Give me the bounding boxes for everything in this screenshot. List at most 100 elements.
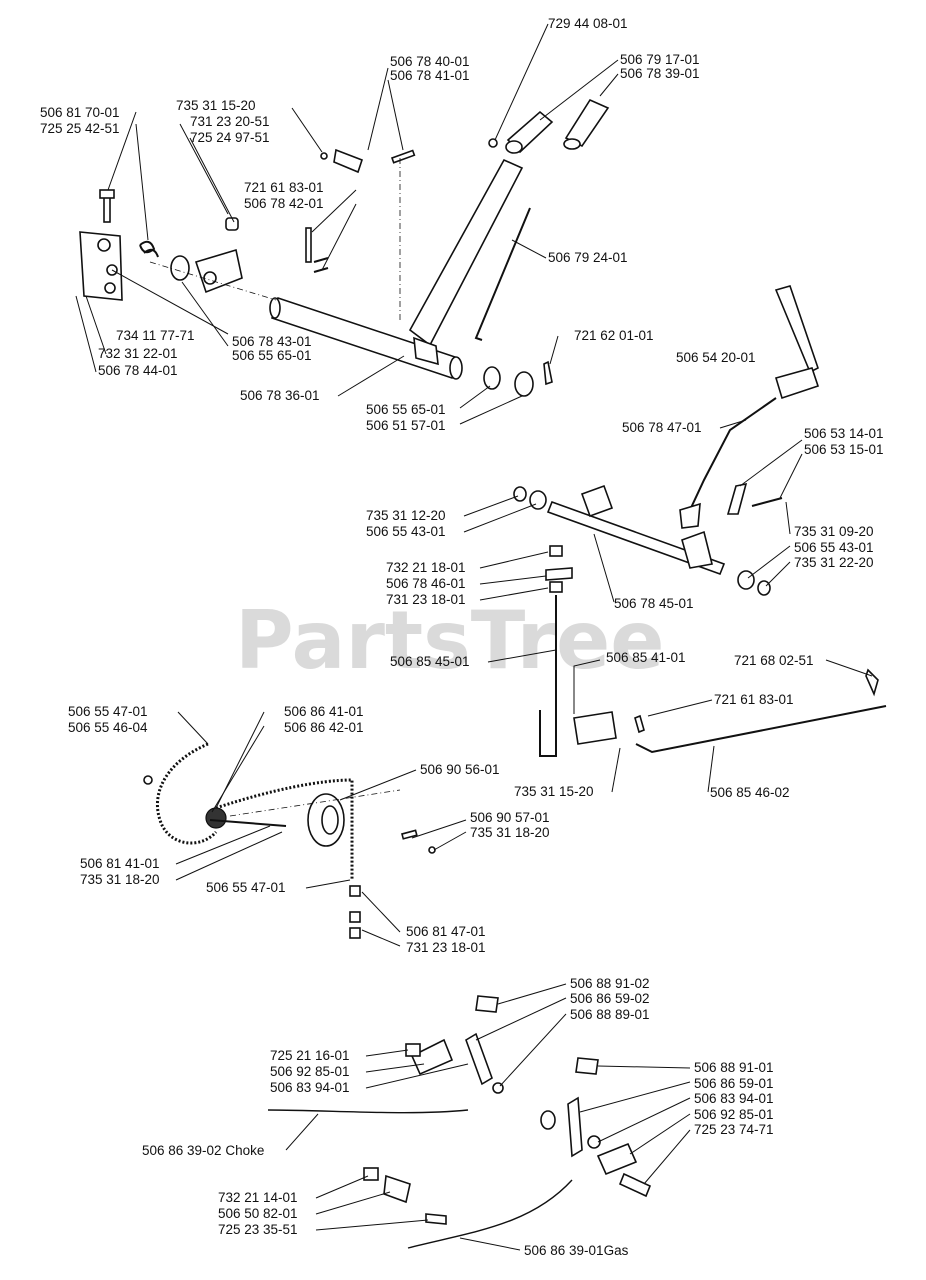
part-label: 506 83 94-01: [694, 1091, 774, 1106]
part-label: 506 53 14-01: [804, 426, 884, 441]
part-label: 735 31 22-20: [794, 555, 874, 570]
gas-lever: [567, 1096, 583, 1158]
part-label: 725 21 16-01: [270, 1048, 350, 1063]
clip: [333, 148, 364, 174]
gas-plate: [596, 1142, 638, 1176]
part-label: 735 31 18-20: [470, 825, 550, 840]
part-label: 506 79 17-01: [620, 52, 700, 67]
part-label: 506 55 43-01: [366, 524, 446, 539]
choke-cable: [267, 1109, 469, 1114]
left-washer: [513, 486, 527, 502]
small-pin: [401, 829, 418, 840]
axis-line: [149, 261, 277, 301]
axis-line: [229, 789, 401, 817]
knob-end: [563, 138, 581, 150]
part-label: 725 23 35-51: [218, 1222, 298, 1237]
part-label: 506 85 41-01: [606, 650, 686, 665]
part-label: 506 78 46-01: [386, 576, 466, 591]
chain-nut-2: [349, 911, 361, 923]
clip-pin: [390, 149, 416, 164]
bracket-hole: [97, 238, 111, 252]
nut-top: [549, 545, 563, 557]
part-label: 721 61 83-01: [714, 692, 794, 707]
part-label: 735 31 18-20: [80, 872, 160, 887]
nut-bottom: [549, 581, 563, 593]
lever-arm: [408, 158, 524, 347]
gas-clamp: [383, 1174, 411, 1204]
leader-lines: [75, 23, 873, 1251]
cotter: [543, 360, 553, 386]
part-label: 725 25 42-51: [40, 121, 120, 136]
part-label: 506 78 40-01: [390, 54, 470, 69]
part-label: 506 78 45-01: [614, 596, 694, 611]
part-label: 731 23 20-51: [190, 114, 270, 129]
bolt: [103, 195, 111, 223]
part-label: 731 23 18-01: [406, 940, 486, 955]
shaft-bracket: [580, 484, 614, 518]
part-label: 506 85 45-01: [390, 654, 470, 669]
pin-clip: [634, 714, 645, 734]
part-label: 506 88 89-01: [570, 1007, 650, 1022]
shaft-end-right: [449, 356, 463, 380]
gas-nut: [363, 1167, 379, 1181]
left-bushing: [529, 490, 547, 510]
choke-plate: [410, 1038, 454, 1076]
sprocket-shaft: [209, 819, 287, 827]
shaft-end: [269, 297, 281, 319]
part-label: 506 81 47-01: [406, 924, 486, 939]
part-labels: 729 44 08-01 506 78 40-01 506 78 41-01 5…: [40, 16, 884, 1258]
part-label: 506 78 43-01: [232, 334, 312, 349]
part-label: 721 61 83-01: [244, 180, 324, 195]
part-label: 734 11 77-71: [116, 328, 195, 343]
part-label: 506 79 24-01: [548, 250, 628, 265]
cotter-pins: [313, 257, 329, 273]
shaft-bracket-2: [681, 530, 713, 569]
drive-chain-2: [215, 778, 354, 880]
small-pin: [751, 497, 783, 507]
part-label: 506 50 82-01: [218, 1206, 298, 1221]
part-label: 506 86 59-02: [570, 991, 650, 1006]
nut: [104, 282, 116, 294]
lever-link: [194, 248, 243, 294]
grip-knob: [774, 367, 820, 400]
right-bushing: [737, 570, 755, 590]
lever-assembly: [513, 285, 887, 757]
pulley-hub: [321, 805, 339, 835]
gas-washer: [587, 1135, 601, 1149]
choke-nut: [405, 1043, 421, 1057]
end-washer: [514, 371, 534, 397]
knob-top: [475, 995, 499, 1013]
screw: [488, 138, 498, 148]
bushing: [170, 255, 190, 281]
part-label: 506 78 44-01: [98, 363, 178, 378]
lever-rod: [689, 397, 777, 511]
part-label: 506 78 42-01: [244, 196, 324, 211]
part-label: 506 81 41-01: [80, 856, 160, 871]
part-label: 506 90 56-01: [420, 762, 500, 777]
drive-chain: [155, 742, 218, 845]
part-label: 735 31 15-20: [176, 98, 256, 113]
part-label: 506 53 15-01: [804, 442, 884, 457]
part-label: 506 55 47-01: [68, 704, 148, 719]
gas-knob: [575, 1057, 599, 1075]
long-rod: [635, 705, 887, 754]
part-label: 735 31 15-20: [514, 784, 594, 799]
clamp: [545, 567, 573, 581]
part-label: 506 55 65-01: [366, 402, 446, 417]
chain-nut-3: [349, 927, 361, 939]
part-label: 506 86 39-01Gas: [524, 1243, 629, 1258]
part-label: 725 24 97-51: [190, 130, 270, 145]
part-label: 506 78 39-01: [620, 66, 700, 81]
part-label: 506 88 91-01: [694, 1060, 774, 1075]
chain-assembly: [143, 742, 436, 939]
chain-nut: [349, 885, 361, 897]
torsion-spring: [139, 240, 159, 258]
part-label: 506 81 70-01: [40, 105, 120, 120]
choke-lever: [465, 1032, 493, 1086]
washer: [143, 775, 153, 785]
part-label: 506 54 20-01: [676, 350, 756, 365]
part-label: 506 88 91-02: [570, 976, 650, 991]
part-label: 506 51 57-01: [366, 418, 446, 433]
bolt-head: [99, 189, 115, 199]
cable-assembly: [267, 995, 652, 1249]
